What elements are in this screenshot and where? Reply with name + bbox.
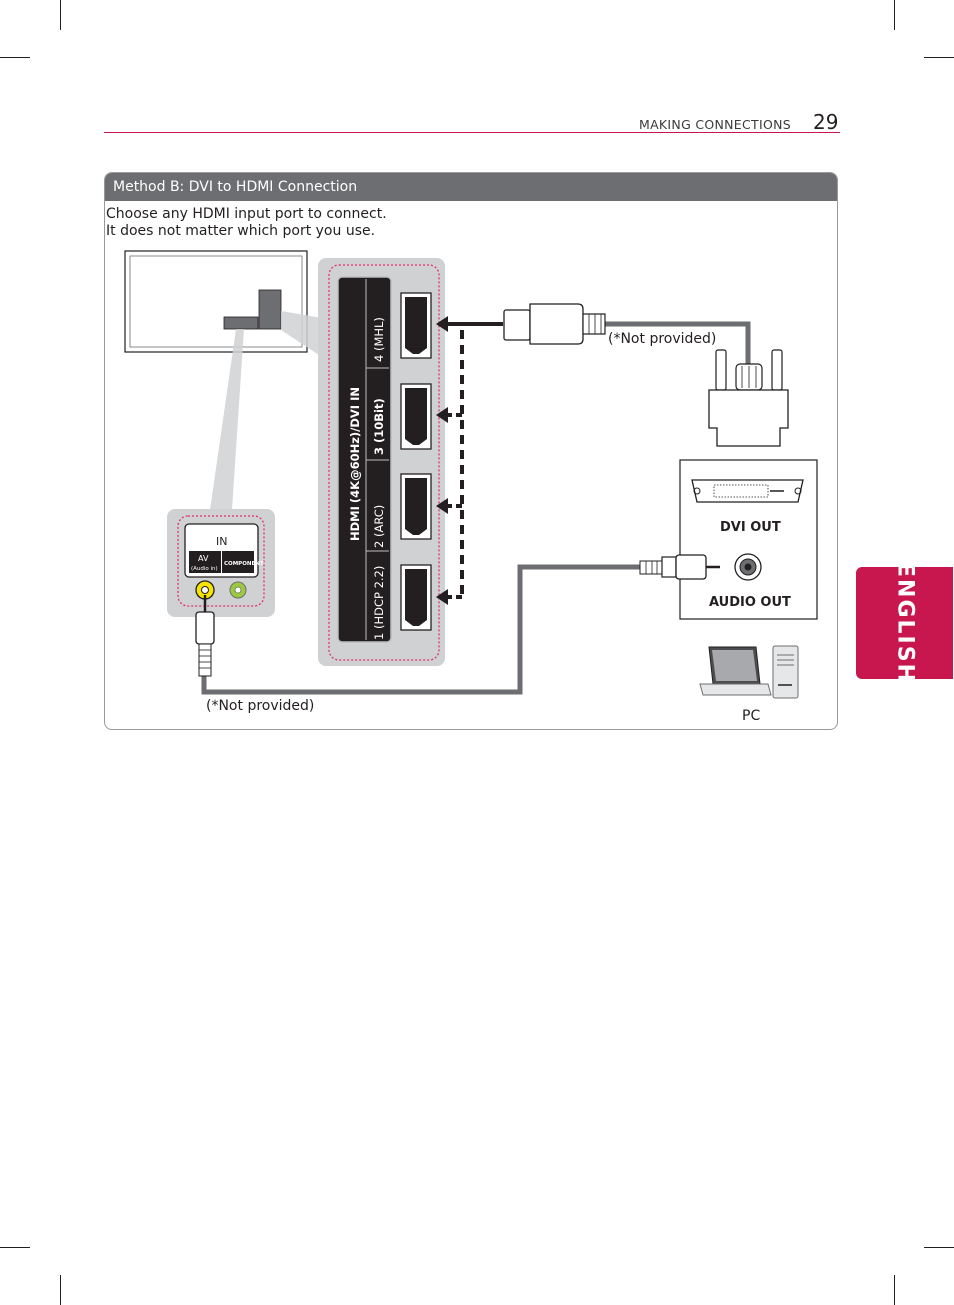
method-box: Method B: DVI to HDMI Connection [104, 172, 838, 730]
hdmi-logo: HDMI [348, 506, 362, 541]
pc-illustration [699, 645, 799, 699]
dvi-plug [708, 349, 789, 447]
section-label: MAKING CONNECTIONS [639, 117, 791, 132]
not-provided-label-top: (*Not provided) [608, 331, 717, 347]
crop-mark [60, 1275, 61, 1305]
audio-in-label: (Audio in) [191, 566, 218, 572]
audio-out-label: AUDIO OUT [709, 595, 791, 610]
crop-mark [894, 0, 895, 30]
dvi-out-label: DVI OUT [720, 520, 781, 535]
crop-mark [60, 0, 61, 30]
instruction-line-2: It does not matter which port you use. [106, 223, 376, 239]
in-label: IN [216, 535, 227, 548]
hdmi-socket-3 [400, 383, 432, 450]
av-input-panel: IN AV (Audio in) COMPONENT [167, 509, 275, 677]
component-label: COMPONENT [224, 561, 264, 567]
hdmi-panel: HDMI (4K@60Hz)/DVI IN 1 (HDCP 2.2) 2 (ARC… [318, 258, 445, 666]
instruction-line-1: Choose any HDMI input port to connect. [106, 206, 387, 222]
crop-mark [924, 1247, 954, 1248]
hdmi-socket-4 [400, 292, 432, 359]
crop-mark [0, 57, 30, 58]
zoom-callout [210, 329, 244, 510]
hdmi-port-4-label: 4 (MHL) [372, 317, 386, 362]
page-number: 29 [813, 110, 839, 134]
crop-mark [924, 57, 954, 58]
pc-label: PC [742, 708, 761, 724]
hdmi-panel-title: (4K@60Hz)/DVI IN [348, 387, 362, 503]
pc-back-panel: DVI OUT AUDIO OUT [679, 459, 818, 620]
language-tab: ENGLISH [856, 562, 953, 684]
method-title: Method B: DVI to HDMI Connection [105, 173, 837, 201]
crop-mark [0, 1247, 30, 1248]
audio-cable [201, 554, 720, 695]
av-label: AV [198, 554, 209, 563]
not-provided-label-bottom: (*Not provided) [206, 698, 315, 714]
svg-text:HDMI(4K@60Hz)/DVI IN: HDMI (4K@60Hz)/DVI IN [348, 387, 362, 541]
hdmi-arrows [436, 316, 503, 605]
hdmi-port-3-label: 3 (10Bit) [372, 398, 386, 455]
hdmi-socket-1 [400, 564, 432, 631]
hdmi-port-1-label: 1 (HDCP 2.2) [372, 566, 386, 640]
tv-rear-illustration [124, 250, 308, 353]
zoom-callout [281, 311, 322, 357]
header-rule [104, 132, 840, 133]
crop-mark [894, 1275, 895, 1305]
hdmi-port-2-label: 2 (ARC) [372, 505, 386, 548]
hdmi-to-dvi-cable [503, 303, 751, 368]
hdmi-socket-2 [400, 473, 432, 540]
